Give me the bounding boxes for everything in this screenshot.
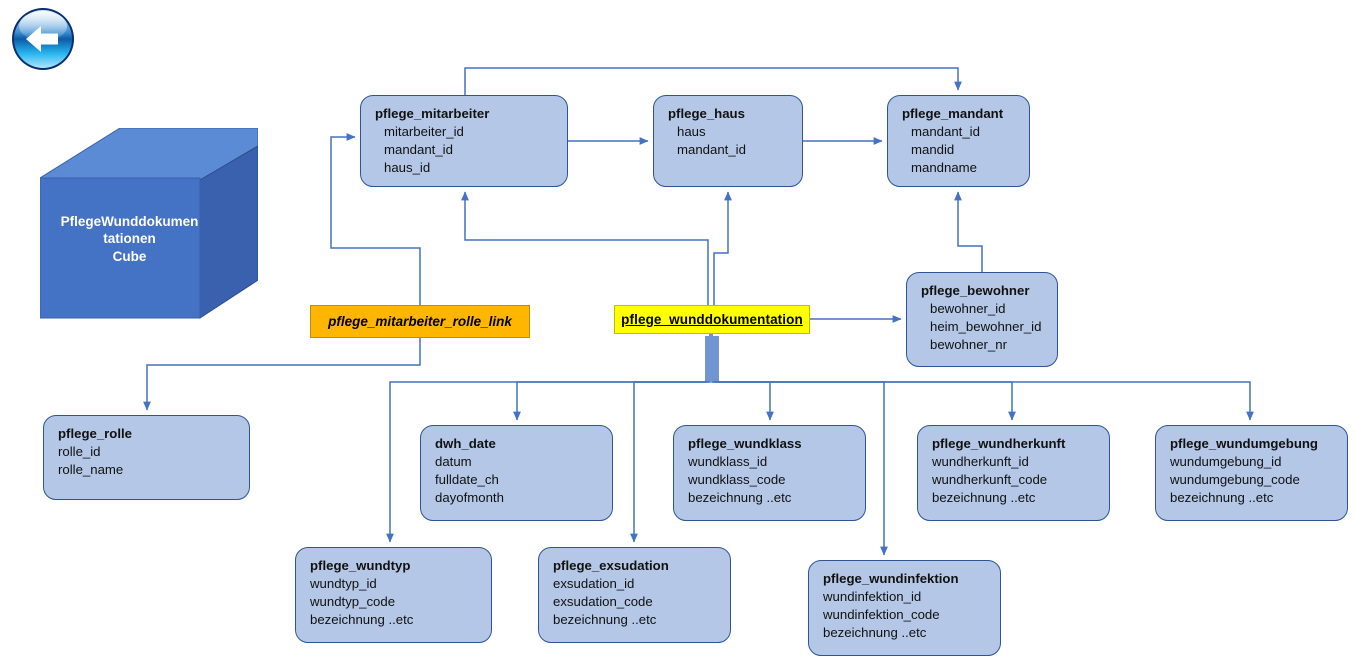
edge-fact-dwhdate: [513, 334, 711, 421]
entity-field: haus: [677, 123, 706, 139]
entity-field: wundinfektion_code: [823, 607, 940, 623]
entity-title: pflege_mandant: [902, 106, 1004, 121]
entity-field: rolle_id: [58, 443, 101, 459]
entity-field: mandant_id: [677, 142, 746, 158]
entity-field: wundklass_id: [688, 453, 768, 469]
entity-title: pflege_wundinfektion: [823, 571, 959, 586]
entity-field: bewohner_nr: [930, 337, 1007, 353]
entity-title: pflege_wundtyp: [310, 558, 411, 573]
entity-title: pflege_wundumgebung: [1170, 436, 1318, 451]
entity-field: wundherkunft_id: [932, 453, 1029, 469]
entity-field: bewohner_id: [930, 300, 1006, 316]
entity-field: mandid: [911, 142, 955, 158]
edge-fact-haus: [713, 191, 732, 305]
fact-table-pflege-wunddokumentation[interactable]: pflege_wunddokumentation: [614, 305, 810, 334]
entity-pflege-exsudation[interactable]: pflege_exsudation exsudation_id exsudation…: [538, 547, 731, 643]
entity-title: pflege_mitarbeiter: [375, 106, 490, 121]
edge-mitarbeiter-mandant: [464, 67, 962, 95]
entity-pflege-bewohner[interactable]: pflege_bewohner bewohner_id heim_bewohner_…: [906, 272, 1058, 367]
entity-field: heim_bewohner_id: [930, 319, 1042, 335]
entity-title: pflege_exsudation: [553, 558, 669, 573]
entity-field: rolle_name: [58, 462, 124, 478]
edge-fact-mitarbeiter: [461, 191, 709, 305]
entity-field: mitarbeiter_id: [384, 123, 464, 139]
entity-field: fulldate_ch: [435, 472, 499, 488]
cube-shape: [38, 127, 259, 346]
link-table-pflege-mitarbeiter-rolle-link[interactable]: pflege_mitarbeiter_rolle_link: [310, 305, 530, 338]
entity-field: wundklass_code: [688, 472, 786, 488]
edge-fact-wundklass: [711, 334, 774, 421]
entity-field: wundherkunft_code: [932, 472, 1048, 488]
entity-title: pflege_haus: [668, 106, 745, 121]
entity-pflege-mitarbeiter[interactable]: pflege_mitarbeiter mitarbeiter_id mandant_…: [360, 95, 568, 187]
entity-field: wundumgebung_id: [1170, 453, 1282, 469]
edge-rollelink-rolle: [143, 338, 421, 411]
entity-field: haus_id: [384, 160, 431, 176]
entity-title: pflege_wundherkunft: [932, 436, 1066, 451]
entity-field: bezeichnung ..etc: [823, 625, 927, 641]
edge-bewohner-mandant: [954, 191, 983, 272]
entity-title: dwh_date: [435, 436, 496, 451]
entity-pflege-wundklass[interactable]: pflege_wundklass wundklass_id wundklass_co…: [673, 425, 866, 521]
back-arrow-icon: [26, 26, 58, 52]
entity-field: bezeichnung ..etc: [1170, 490, 1274, 506]
entity-field: wundtyp_code: [310, 594, 396, 610]
link-table-label: pflege_mitarbeiter_rolle_link: [328, 314, 512, 329]
entity-field: mandname: [911, 160, 977, 176]
entity-field: bezeichnung ..etc: [310, 612, 414, 628]
back-button[interactable]: [10, 6, 76, 72]
entity-field: datum: [435, 453, 472, 469]
entity-pflege-rolle[interactable]: pflege_rolle rolle_id rolle_name: [43, 415, 250, 500]
entity-field: wundumgebung_code: [1170, 472, 1300, 488]
entity-field: exsudation_id: [553, 575, 635, 591]
entity-field: bezeichnung ..etc: [932, 490, 1036, 506]
entity-title: pflege_rolle: [58, 426, 133, 441]
entity-title: pflege_bewohner: [921, 283, 1030, 298]
entity-field: wundtyp_id: [310, 575, 377, 591]
entity-field: bezeichnung ..etc: [553, 612, 657, 628]
entity-field: mandant_id: [911, 123, 980, 139]
entity-field: bezeichnung ..etc: [688, 490, 792, 506]
entity-field: exsudation_code: [553, 594, 653, 610]
entity-title: pflege_wundklass: [688, 436, 802, 451]
fact-table-label: pflege_wunddokumentation: [621, 312, 803, 327]
entity-field: mandant_id: [384, 142, 453, 158]
entity-field: dayofmonth: [435, 490, 504, 506]
entity-field: wundinfektion_id: [823, 588, 922, 604]
